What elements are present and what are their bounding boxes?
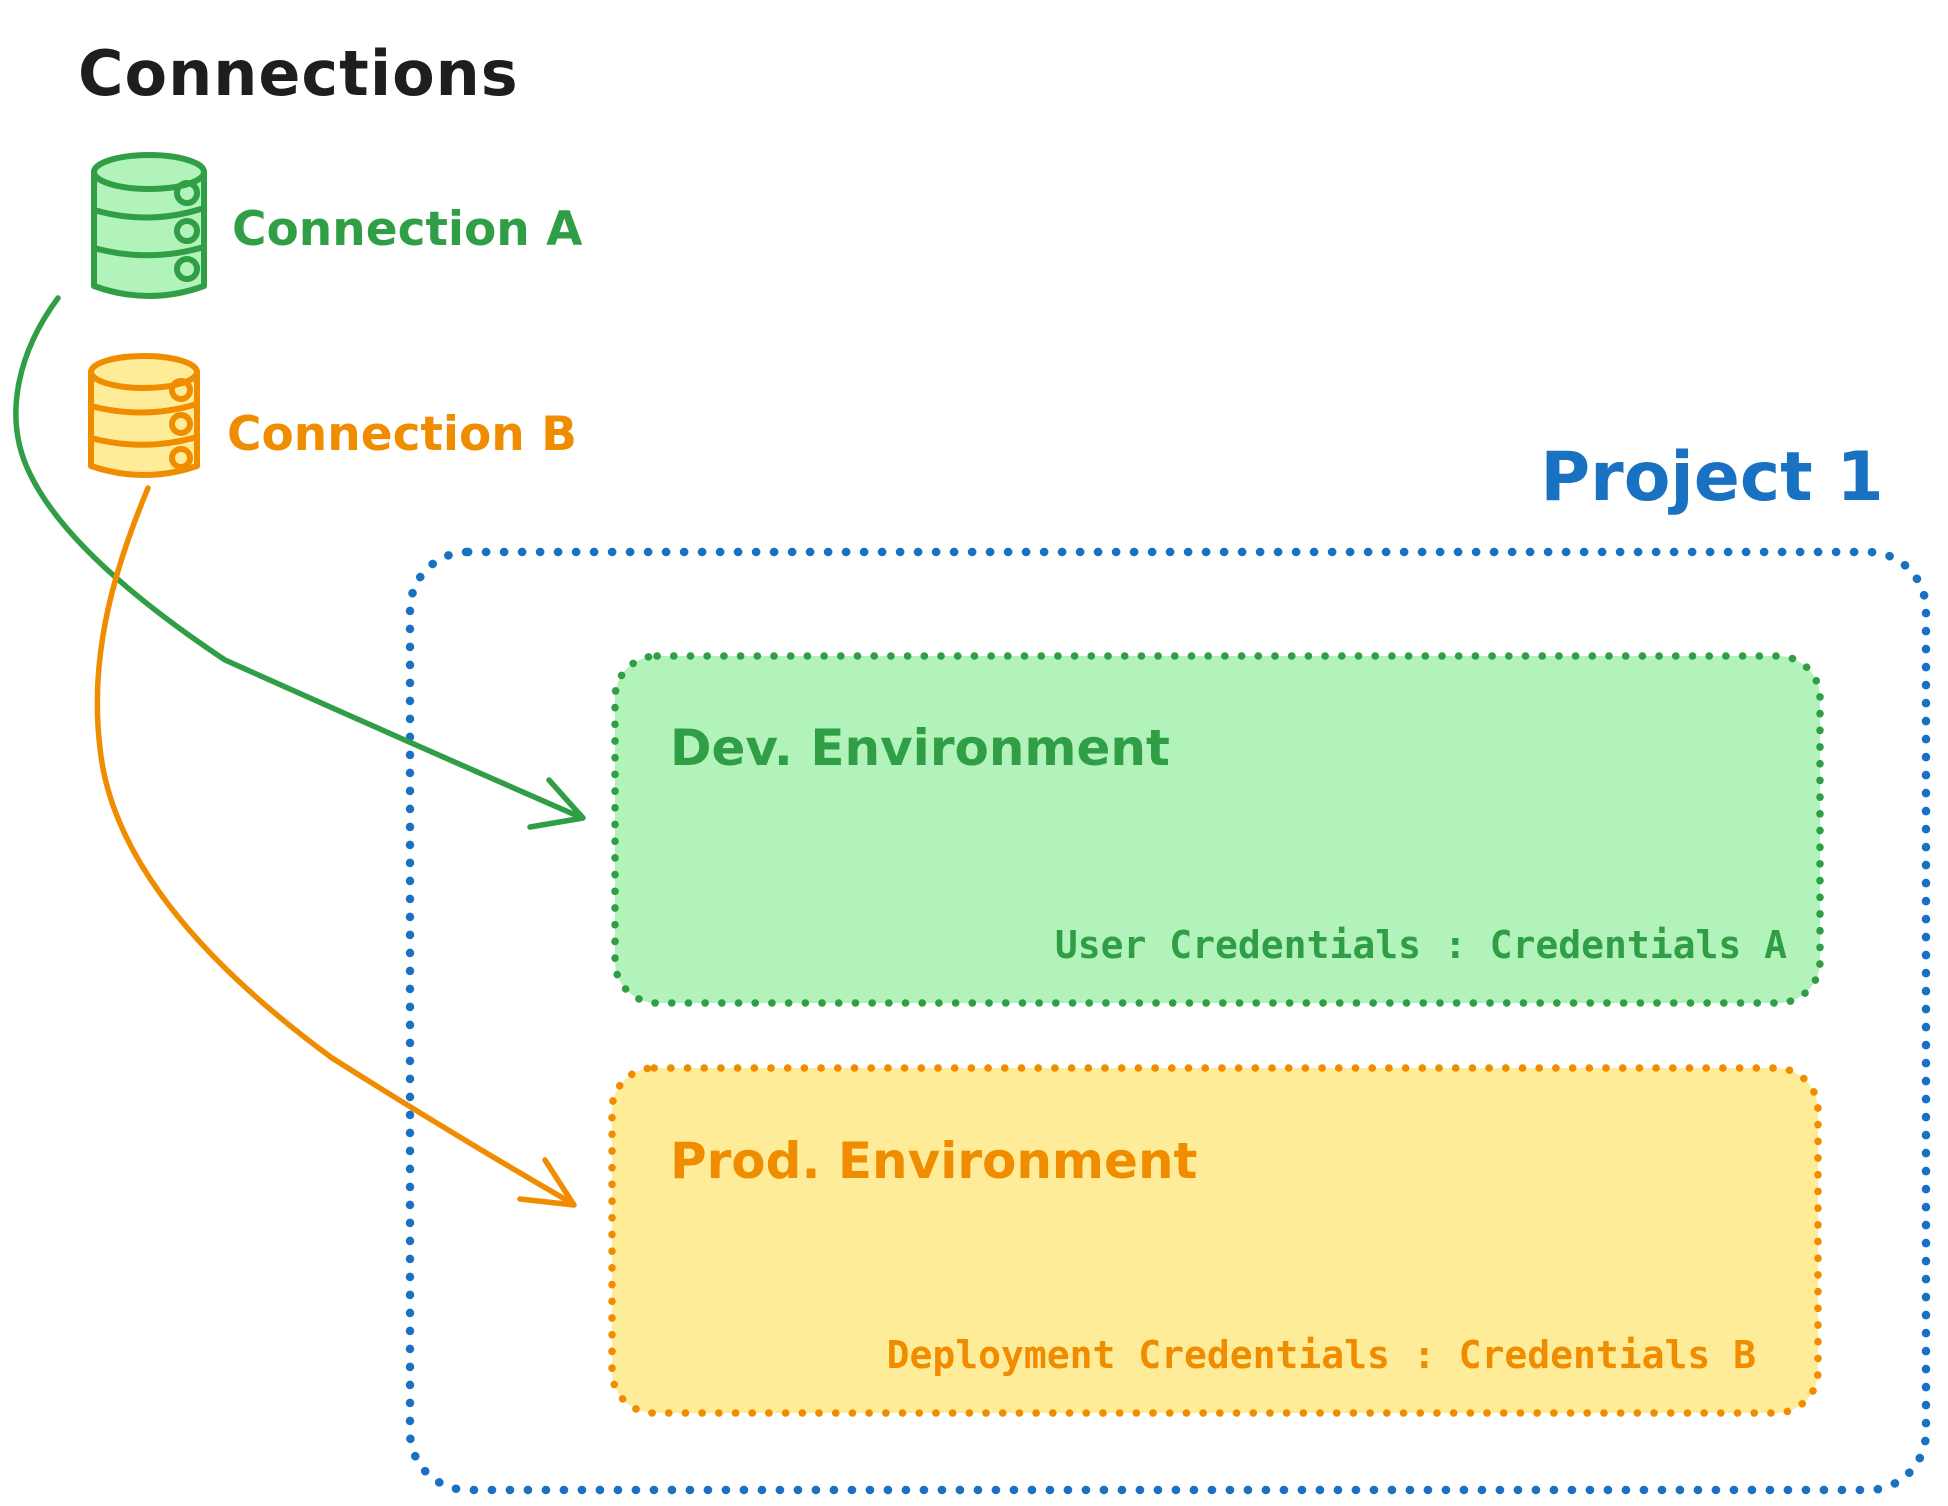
prod-environment-box: Prod. Environment Deployment Credentials… xyxy=(608,1064,1822,1417)
database-icon xyxy=(91,152,207,299)
dev-environment-box: Dev. Environment User Credentials : Cred… xyxy=(611,652,1824,1007)
dev-environment-title: Dev. Environment xyxy=(670,719,1170,777)
connection-b-label: Connection B xyxy=(227,407,577,462)
connection-a-arrow xyxy=(13,295,586,830)
project-title: Project 1 xyxy=(1540,438,1883,517)
connection-a-label: Connection A xyxy=(232,202,583,257)
dev-environment-credentials: User Credentials : Credentials A xyxy=(1055,923,1787,967)
prod-environment-title: Prod. Environment xyxy=(670,1132,1197,1190)
project-boundary xyxy=(405,547,1931,1495)
database-icon xyxy=(88,353,200,478)
diagram-title: Connections xyxy=(78,37,519,110)
prod-environment-credentials: Deployment Credentials : Credentials B xyxy=(887,1333,1756,1377)
connection-b-arrow xyxy=(94,485,577,1208)
